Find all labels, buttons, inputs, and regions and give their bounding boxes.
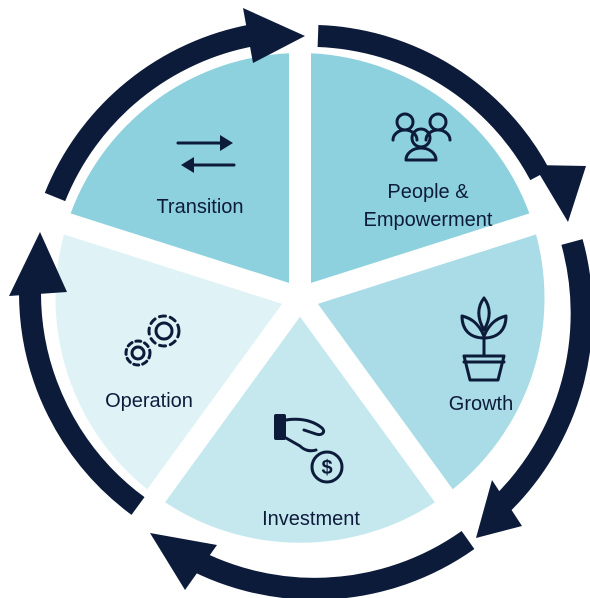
svg-text:$: $ (321, 457, 332, 479)
arrows-exchange-icon (176, 135, 236, 173)
ring-arc-left (18, 289, 145, 515)
arrowheads (9, 8, 586, 590)
cycle-arrow-ring (18, 24, 590, 598)
separator (51, 209, 304, 309)
arrowhead-top (243, 8, 305, 63)
separator (291, 291, 461, 514)
ring-arc-top-left (44, 24, 256, 202)
segment-operation (55, 224, 301, 496)
segment-labels: Transition People & EmpowermentGrowthInves… (105, 181, 513, 530)
segment-label-transition: Transition (156, 196, 243, 218)
segment-label-investment: Investment (262, 508, 360, 530)
arrowhead-right-bottom (476, 480, 522, 538)
segment-separators (51, 40, 549, 514)
segment-label-people: Empowerment (364, 209, 493, 231)
ring-arc-right (492, 239, 590, 514)
segment-label-growth: Growth (449, 393, 513, 415)
segment-growth (300, 224, 545, 496)
arrowhead-bottom-left (150, 533, 217, 590)
separator (139, 291, 309, 514)
arrowhead-right-top (534, 165, 586, 222)
separator (296, 209, 549, 309)
hand-coin-icon: $ (274, 414, 344, 484)
segment-label-people: People & (387, 181, 469, 203)
gears-icon (124, 314, 181, 367)
potted-plant-icon (460, 296, 508, 382)
arrowhead-left (9, 232, 67, 296)
people-group-icon (391, 112, 452, 162)
segment-label-operation: Operation (105, 390, 193, 412)
ring-arc-bottom (174, 531, 475, 598)
ring-arc-top-right (317, 25, 550, 181)
